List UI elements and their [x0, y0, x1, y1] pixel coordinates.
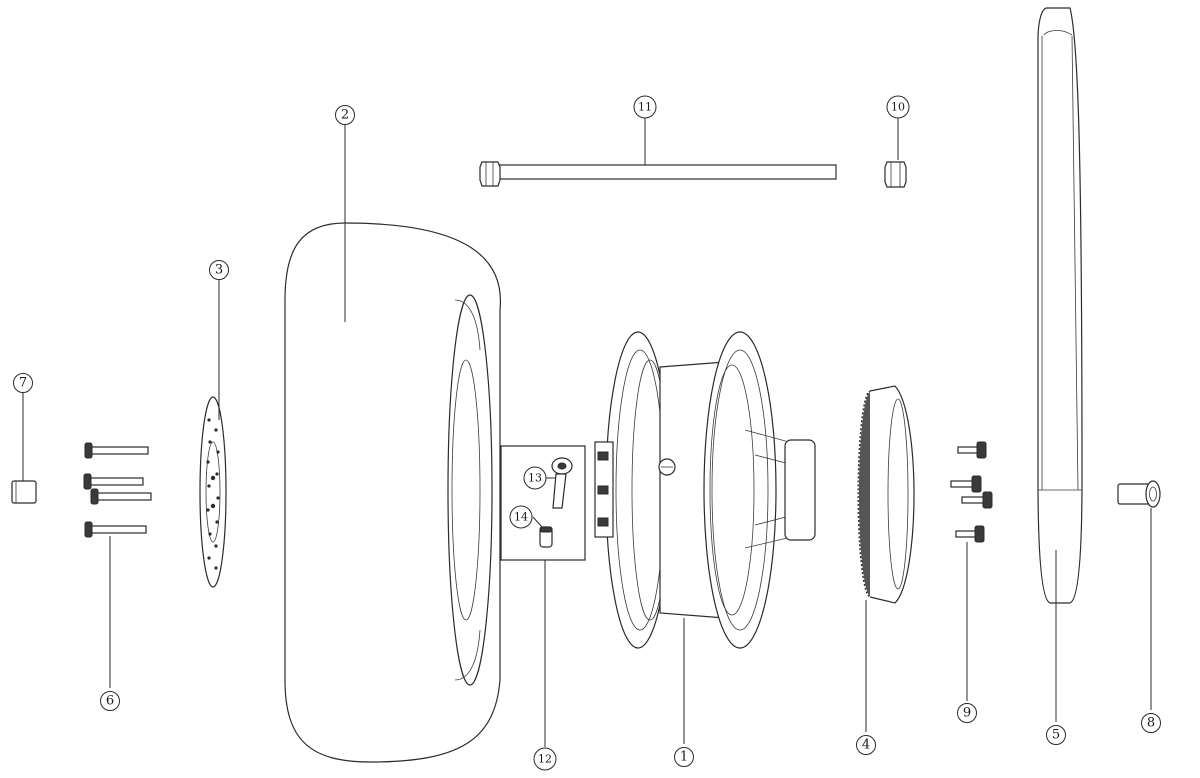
callout-12: 12: [533, 747, 557, 771]
drive-belt-part: [1037, 7, 1083, 604]
sprocket-bolts-part: [950, 441, 993, 543]
leader-lines: [22, 117, 1152, 747]
callout-14-label: 14: [514, 511, 528, 524]
callout-14: 14: [509, 505, 533, 529]
wheel-rim-part: [594, 331, 816, 649]
callout-2-label: 2: [341, 108, 349, 123]
callout-9-label: 9: [963, 706, 971, 721]
callout-2: 2: [335, 105, 355, 125]
callout-1-label: 1: [680, 750, 688, 765]
bushing-part: [1117, 480, 1161, 508]
valve-cap-part: [539, 526, 553, 548]
callout-7: 7: [13, 373, 33, 393]
valve-part: [551, 457, 573, 509]
axle-part: [479, 161, 837, 187]
callout-9: 9: [957, 703, 977, 723]
callout-8-label: 8: [1147, 716, 1155, 731]
callout-8: 8: [1141, 713, 1161, 733]
callout-13-label: 13: [528, 472, 542, 485]
callout-10: 10: [886, 95, 910, 119]
callout-6-label: 6: [106, 694, 114, 709]
callout-3-label: 3: [215, 263, 223, 278]
callout-4: 4: [856, 735, 876, 755]
callout-11-label: 11: [638, 101, 652, 114]
callout-1: 1: [674, 747, 694, 767]
valve-kit-box: [500, 445, 586, 561]
sprocket-part: [857, 385, 915, 604]
spacer-part: [11, 480, 37, 504]
callout-3: 3: [209, 260, 229, 280]
callout-11: 11: [633, 95, 657, 119]
callout-13: 13: [523, 466, 547, 490]
callout-5: 5: [1046, 725, 1066, 745]
callout-10-label: 10: [891, 101, 905, 114]
brake-disc-part: [199, 396, 227, 588]
callout-4-label: 4: [862, 738, 870, 753]
axle-nut-part: [884, 161, 907, 188]
tire-part: [284, 222, 502, 763]
callout-12-label: 12: [538, 753, 552, 766]
callout-5-label: 5: [1052, 728, 1060, 743]
callout-6: 6: [100, 691, 120, 711]
callout-7-label: 7: [19, 376, 27, 391]
disc-bolts-part: [83, 442, 152, 538]
